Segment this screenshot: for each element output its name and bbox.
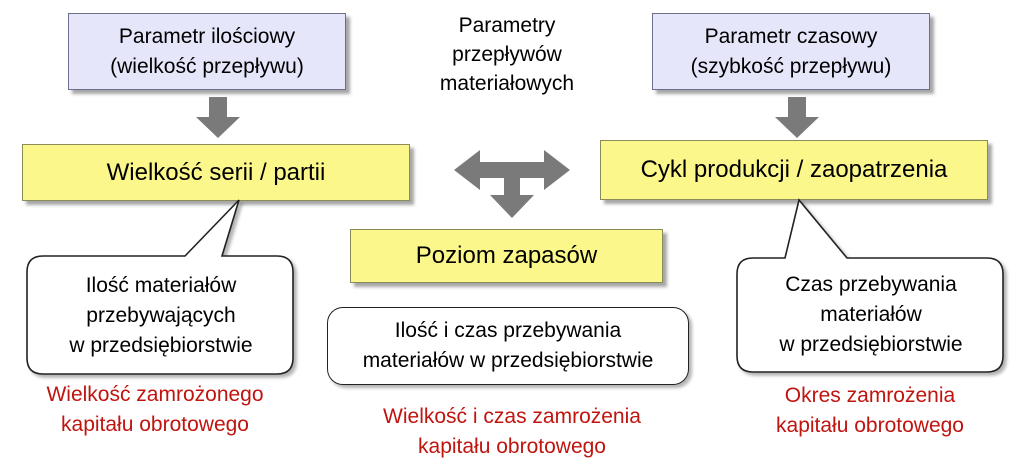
caption-left-red: Wielkość zamrożonego kapitału obrotowego bbox=[46, 383, 264, 436]
cycle-box: Cykl produkcji / zaopatrzenia bbox=[600, 140, 988, 200]
bubble-left-text: Ilość materiałów przebywających w przeds… bbox=[69, 274, 253, 357]
batch-size-box: Wielkość serii / partii bbox=[22, 144, 410, 201]
bubble-right-text: Czas przebywania materiałów w przedsiębi… bbox=[779, 273, 963, 356]
speech-bubble-right bbox=[736, 198, 1004, 373]
t-arrow-icon bbox=[454, 150, 570, 218]
param-quantity-box: Parametr ilościowy (wielkość przepływu) bbox=[68, 13, 346, 90]
arrow-down-left-icon bbox=[196, 97, 240, 138]
caption-center-red: Wielkość i czas zamrożenia kapitału obro… bbox=[383, 405, 641, 458]
inventory-level-box: Poziom zapasów bbox=[350, 229, 663, 283]
param-time-box: Parametr czasowy (szybkość przepływu) bbox=[652, 13, 930, 90]
center-rounded-box: Ilość i czas przebywania materiałów w pr… bbox=[327, 307, 689, 385]
speech-bubble-left bbox=[26, 199, 294, 375]
caption-right-red: Okres zamrożenia kapitału obrotowego bbox=[776, 384, 964, 437]
diagram-center-title: Parametry przepływów materiałowych bbox=[439, 14, 575, 95]
arrow-down-right-icon bbox=[775, 97, 819, 138]
